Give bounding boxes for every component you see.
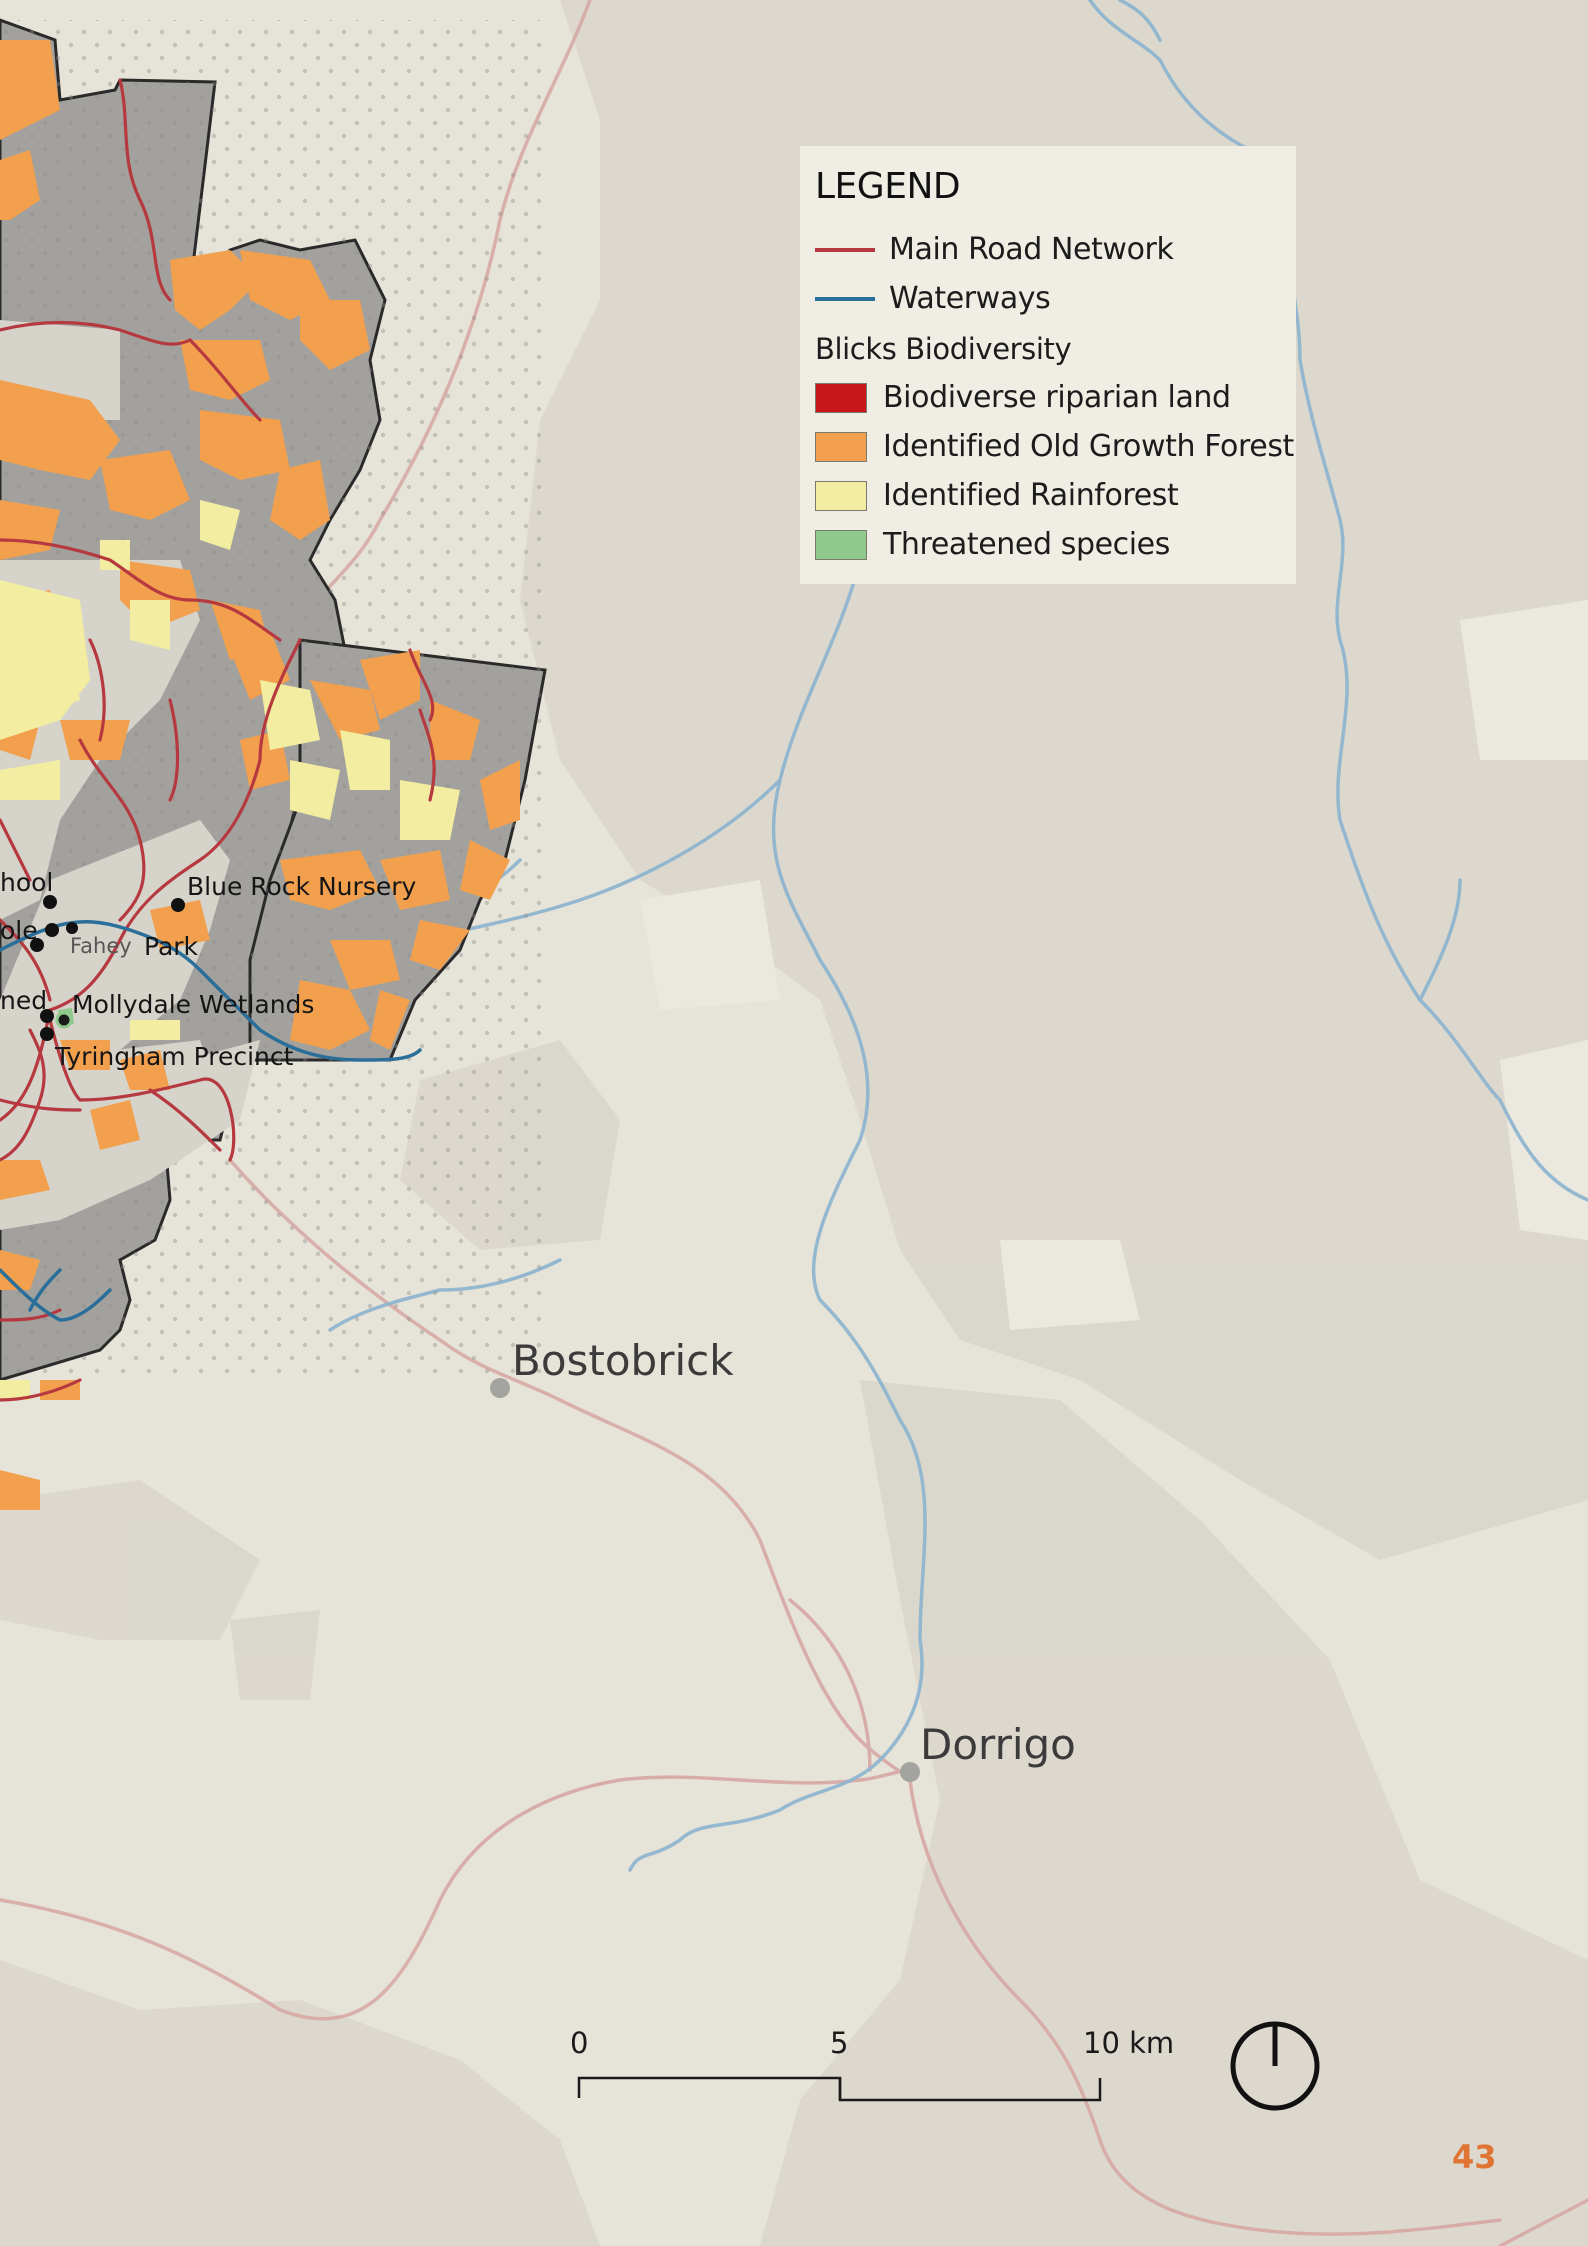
legend-item-main-road-network: Main Road Network xyxy=(815,225,1296,274)
poi-marker-school xyxy=(43,895,57,909)
legend-label: Identified Old Growth Forest xyxy=(883,429,1294,464)
place-label-ole-partial: ole xyxy=(0,916,38,945)
poi-markers xyxy=(30,895,185,1041)
town-markers xyxy=(490,1378,920,1782)
poi-marker-mollydale xyxy=(55,1011,73,1029)
poi-marker-blue-rock-nursery xyxy=(171,898,185,912)
old-growth-forest-patches xyxy=(0,40,520,1510)
legend-swatch-old-growth xyxy=(815,431,867,462)
poi-marker-park-2 xyxy=(30,938,44,952)
place-label-park: Park xyxy=(144,932,199,961)
main-road-network xyxy=(0,78,436,1402)
place-label-dorrigo: Dorrigo xyxy=(920,1720,1076,1769)
legend-item-old-growth: Identified Old Growth Forest xyxy=(815,422,1296,471)
legend-title: LEGEND xyxy=(815,166,961,207)
legend-swatch-rainforest xyxy=(815,480,867,511)
scale-label-5: 5 xyxy=(830,2026,849,2060)
town-marker-dorrigo xyxy=(900,1762,920,1782)
legend-item-waterways: Waterways xyxy=(815,274,1296,323)
scale-label-10km: 10 km xyxy=(1083,2026,1175,2060)
place-label-bostobrick: Bostobrick xyxy=(512,1336,734,1385)
place-label-fahey: Fahey xyxy=(70,934,132,958)
town-marker-bostobrick xyxy=(490,1378,510,1398)
legend-item-riparian: Biodiverse riparian land xyxy=(815,373,1296,422)
legend-label: Main Road Network xyxy=(889,232,1174,267)
place-label-shed-partial: ned xyxy=(0,986,48,1015)
poi-marker-park-3 xyxy=(66,922,78,934)
legend-swatch-riparian xyxy=(815,382,867,413)
legend-swatch-threatened xyxy=(815,529,867,560)
legend-line-road xyxy=(815,247,875,252)
terrain-shading-light xyxy=(640,600,1588,1330)
page-number: 43 xyxy=(1452,2138,1497,2176)
legend-line-water xyxy=(815,296,875,301)
poi-marker-park-1 xyxy=(45,923,59,937)
place-label-school-partial: hool xyxy=(0,868,54,897)
legend-label: Waterways xyxy=(889,281,1051,316)
poi-marker-shed xyxy=(40,1009,54,1023)
scale-bar xyxy=(577,2076,1102,2102)
legend-label: Threatened species xyxy=(883,527,1170,562)
legend-panel: LEGEND Main Road Network Waterways Blick… xyxy=(800,146,1296,584)
legend-group-title: Blicks Biodiversity xyxy=(815,332,1072,366)
legend-item-rainforest: Identified Rainforest xyxy=(815,471,1296,520)
place-label-blue-rock-nursery: Blue Rock Nursery xyxy=(187,872,417,901)
poi-marker-tyringham xyxy=(40,1027,54,1041)
place-label-tyringham-precinct: Tyringham Precinct xyxy=(55,1042,294,1071)
north-arrow-icon xyxy=(1230,2021,1320,2111)
legend-label: Biodiverse riparian land xyxy=(883,380,1231,415)
place-label-mollydale-wetlands: Mollydale Wetlands xyxy=(72,990,315,1019)
rainforest-patches xyxy=(0,500,460,1400)
scale-label-0: 0 xyxy=(570,2026,589,2060)
legend-label: Identified Rainforest xyxy=(883,478,1179,513)
waterways xyxy=(0,919,422,1322)
legend-item-threatened: Threatened species xyxy=(815,520,1296,569)
